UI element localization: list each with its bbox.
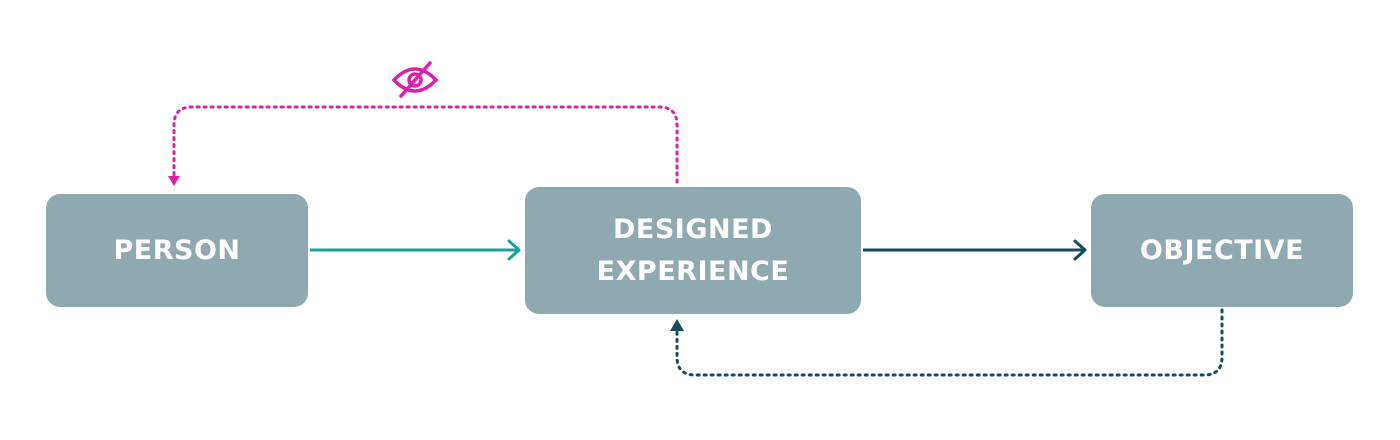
arrow-person-to-designed-experience — [310, 239, 521, 261]
eye-slash-icon — [391, 61, 439, 98]
person-label: PERSON — [113, 234, 241, 266]
designed-experience-label-line2: EXPERIENCE — [596, 255, 790, 287]
objective-feedback-arrow — [670, 308, 1224, 377]
arrow-designed-experience-to-objective — [863, 239, 1087, 261]
designed-experience-label-line1: DESIGNED — [613, 213, 773, 245]
person-node: PERSON — [46, 194, 308, 307]
objective-label: OBJECTIVE — [1139, 234, 1305, 266]
designed-experience-node: DESIGNED EXPERIENCE — [525, 187, 861, 314]
objective-node: OBJECTIVE — [1091, 194, 1353, 307]
hidden-feedback-arrow — [168, 105, 679, 186]
